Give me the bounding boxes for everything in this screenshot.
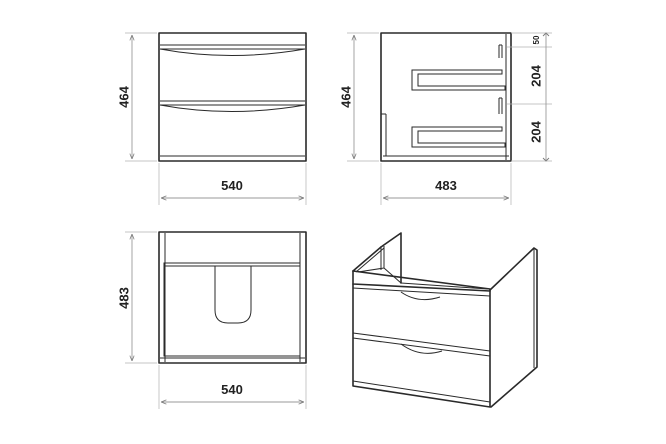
front-width-label: 540 [221,178,243,193]
front-drawer-2-handle [159,104,306,112]
top-drawer-box [163,262,301,357]
top-view: 483 540 [116,231,307,409]
top-depth-label: 483 [116,287,131,309]
isometric-view [352,232,538,408]
side-drawer-2 [411,97,506,148]
side-height-label: 464 [338,85,353,107]
front-drawer-1-handle [159,48,306,56]
side-drawer-1-height-label: 204 [528,64,543,86]
side-drawer-1 [411,44,506,91]
front-view: 464 540 [116,32,307,205]
top-view-body [158,231,307,364]
side-top-offset-label: 50 [532,35,541,44]
iso-drawer-2 [352,337,491,403]
side-drawer-2-height-label: 204 [528,120,543,142]
top-handle-cutout [214,266,252,324]
side-view-body [380,32,512,162]
iso-drawer-1 [352,287,491,352]
side-depth-label: 483 [435,178,457,193]
front-view-body [158,32,307,162]
top-width-label: 540 [221,382,243,397]
front-height-label: 464 [116,85,131,107]
side-view: 464 50 204 204 483 [338,32,552,205]
iso-right-side-panel [489,247,538,408]
iso-front-face [352,283,491,408]
